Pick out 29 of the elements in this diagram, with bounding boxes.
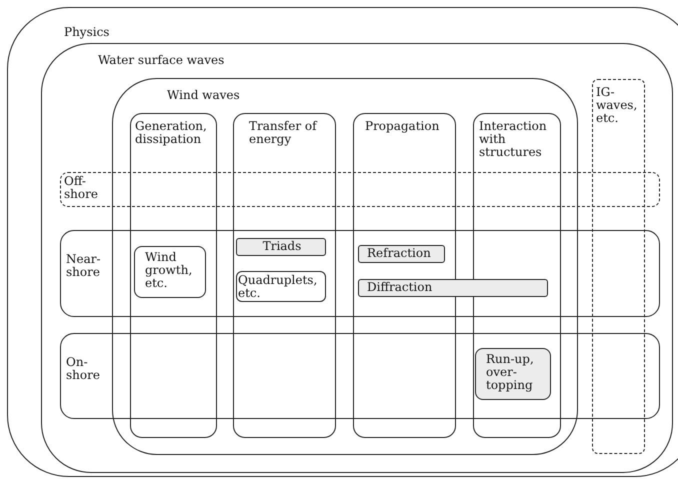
category-region (592, 79, 645, 454)
topic-box (358, 245, 445, 263)
row-band (60, 333, 660, 419)
row-band (60, 230, 660, 317)
row-band (60, 172, 660, 207)
region-title: Wind waves (167, 89, 241, 102)
row-title: Off-shore (64, 175, 99, 201)
topic-label: Triads (262, 240, 302, 253)
row-title: On-shore (66, 356, 101, 382)
topic-box (236, 238, 326, 256)
topic-label: Wind growth, etc. (145, 251, 194, 290)
topic-box (134, 246, 206, 298)
topic-label: Quadruplets, etc. (238, 274, 318, 300)
topic-label: Run-up, over-topping (486, 353, 535, 392)
column-title: Transfer of energy (249, 120, 318, 146)
column-title: Generation, dissipation (135, 120, 208, 146)
topic-box (475, 348, 551, 400)
column-region (233, 113, 336, 438)
column-region (130, 113, 217, 438)
topic-box (236, 271, 326, 302)
topic-label: Diffraction (367, 281, 434, 294)
column-title: Propagation (365, 120, 440, 133)
topic-box (358, 279, 548, 297)
region-title: Water surface waves (98, 54, 226, 67)
region-title: IG-waves, etc. (596, 86, 638, 125)
row-title: Near-shore (66, 253, 102, 279)
region-title: Physics (64, 26, 110, 39)
topic-label: Refraction (367, 247, 432, 260)
column-title: Interaction with structures (479, 120, 548, 159)
